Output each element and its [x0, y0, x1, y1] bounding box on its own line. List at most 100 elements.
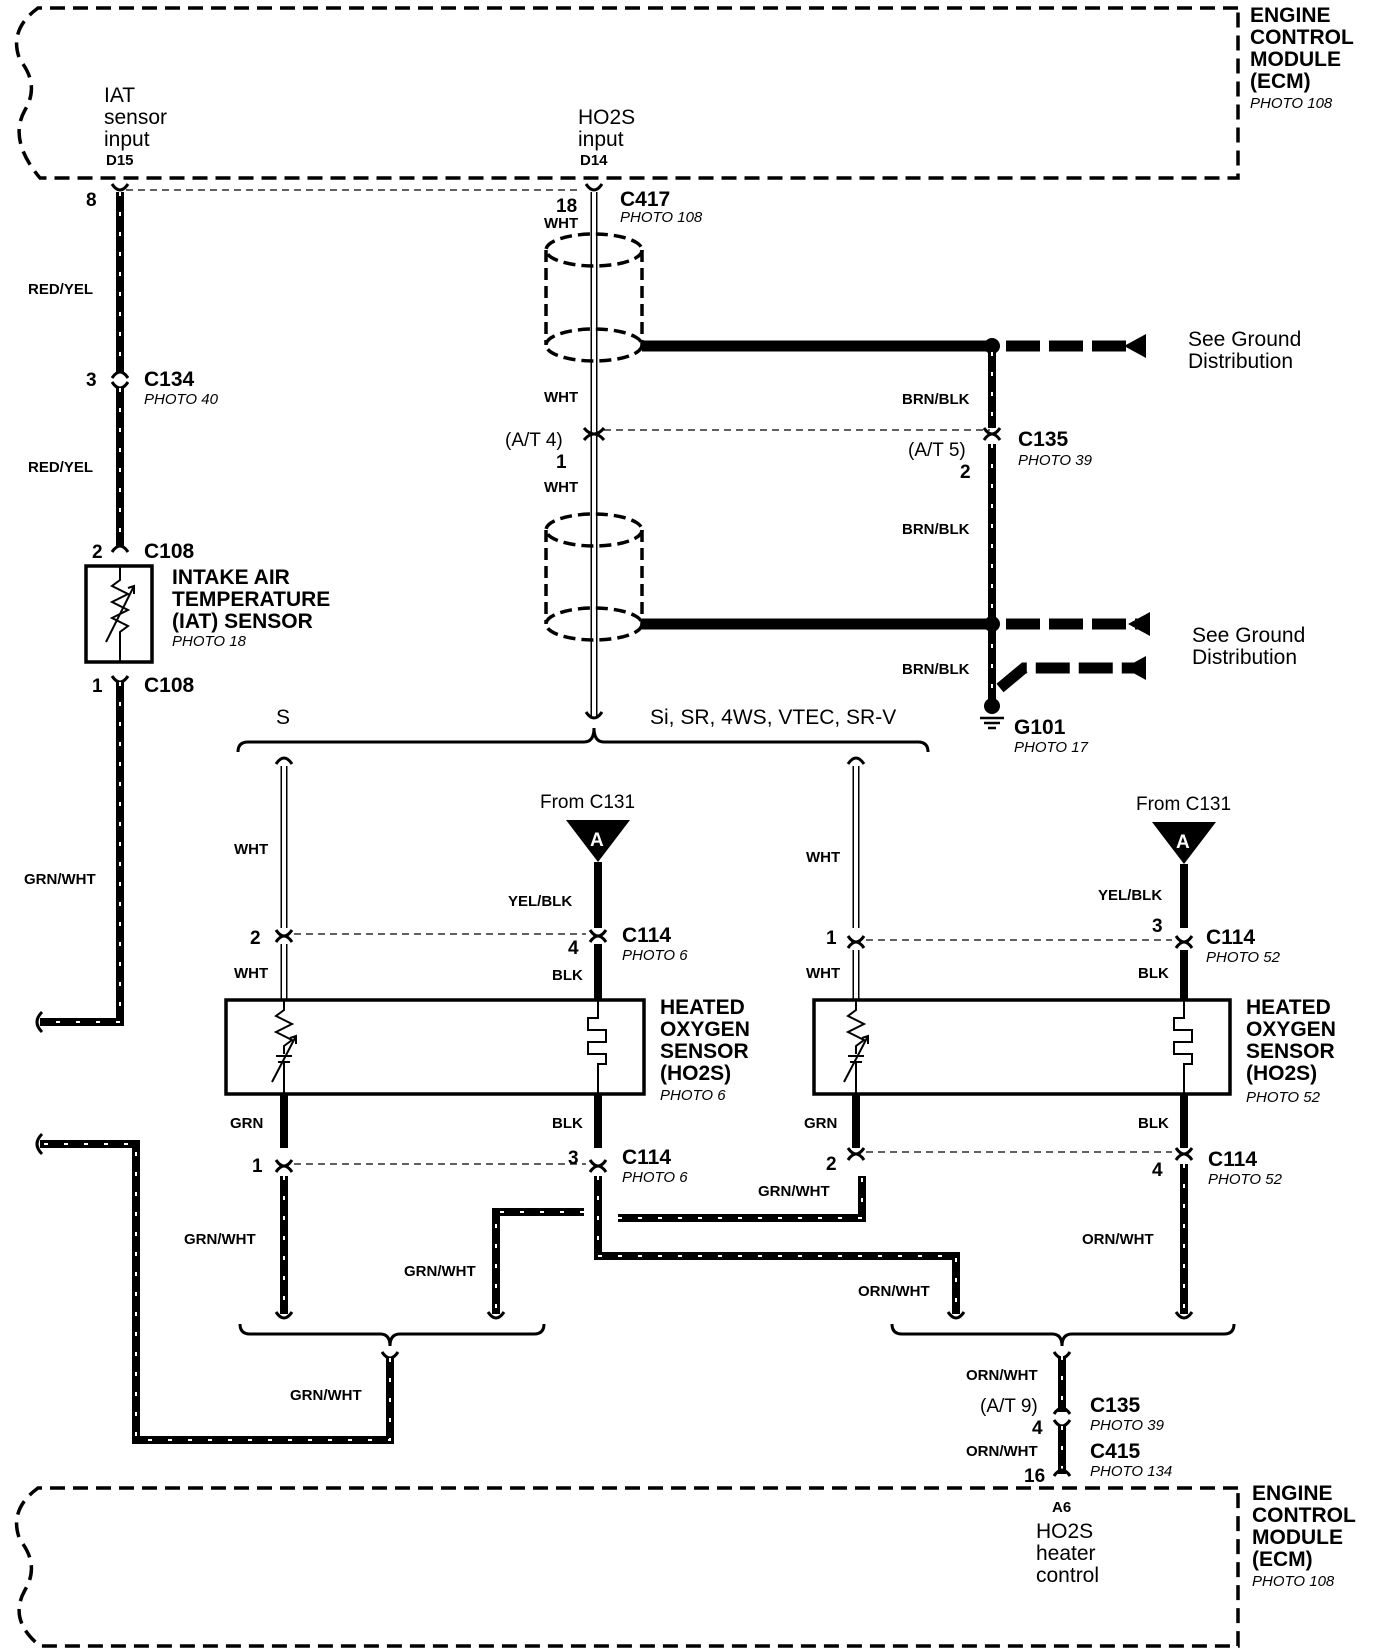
see-ground-1a: See Ground	[1188, 328, 1301, 351]
connector-c417: 8 18 C417 PHOTO 108	[86, 183, 703, 226]
c114-rt-photo: PHOTO 52	[1206, 949, 1281, 966]
ecm-top-title-4: (ECM)	[1250, 70, 1311, 93]
arrow-icon-2	[1128, 612, 1150, 636]
variant-brace: S Si, SR, 4WS, VTEC, SR-V	[236, 706, 930, 753]
iat-input-label-1: IAT	[104, 84, 135, 107]
c134-pin: 3	[86, 370, 97, 391]
iat-input-label-2: sensor	[104, 106, 167, 129]
c135-mid-photo: PHOTO 39	[1018, 452, 1093, 469]
ho2s-right-label-2: OXYGEN	[1246, 1018, 1336, 1041]
c114-rb-photo: PHOTO 52	[1208, 1171, 1283, 1188]
ho2s-right-label-1: HEATED	[1246, 996, 1331, 1019]
wire-grn-left: GRN	[230, 1115, 263, 1132]
ecm-top-title-3: MODULE	[1250, 48, 1341, 71]
wire-blk-rt-2: BLK	[1138, 1115, 1169, 1132]
ecm-bottom-photo: PHOTO 108	[1252, 1573, 1335, 1590]
thermistor-icon	[105, 566, 135, 662]
c108-top-pin: 2	[92, 542, 103, 563]
wire-grn-right: GRN	[804, 1115, 837, 1132]
variant-others: Si, SR, 4WS, VTEC, SR-V	[650, 706, 896, 729]
ho2s-left-box	[224, 998, 646, 1096]
ecm-bottom-title-3: MODULE	[1252, 1526, 1343, 1549]
c108-top-name: C108	[144, 540, 195, 563]
c114-lt-pin-left: 2	[250, 928, 261, 949]
splice-2	[984, 616, 1000, 632]
wire-wht-2: WHT	[544, 389, 578, 406]
wire-wht-lt-1: WHT	[234, 841, 268, 858]
ground-icon	[980, 716, 1004, 730]
from-c131-left: From C131	[540, 792, 635, 813]
ho2s-right-circuit: WHT From C131 A YEL/BLK 1 3 C114 PHOTO 5…	[804, 756, 1336, 1347]
ho2s-left-heater-icon	[587, 1000, 607, 1094]
iat-input-label-3: input	[104, 128, 150, 151]
see-ground-2a: See Ground	[1192, 624, 1305, 647]
see-ground-2b: Distribution	[1192, 646, 1297, 669]
wire-wht-lt-2: WHT	[234, 965, 268, 982]
arrow-icon-1	[1124, 334, 1146, 358]
wire-brn-blk-2: BRN/BLK	[902, 521, 970, 538]
c135-bot-at: (A/T 9)	[980, 1396, 1038, 1417]
iat-sensor-label-2: TEMPERATURE	[172, 588, 330, 611]
g101-name: G101	[1014, 716, 1066, 739]
heater-control-label-1: HO2S	[1036, 1520, 1093, 1543]
wire-wht-rt-2: WHT	[806, 965, 840, 982]
ecm-bottom-title-2: CONTROL	[1252, 1504, 1356, 1527]
c114-lt-pin-right: 4	[568, 938, 579, 959]
c415-photo: PHOTO 134	[1090, 1463, 1172, 1480]
iat-sensor-photo: PHOTO 18	[172, 633, 247, 650]
ho2s-left-label-2: OXYGEN	[660, 1018, 750, 1041]
ho2s-input-pin: D14	[580, 152, 608, 169]
c114-rt-pin-left: 1	[826, 928, 837, 949]
from-c131-left-letter: A	[590, 830, 604, 851]
ho2s-right-thermistor-icon	[843, 1000, 869, 1094]
c135-mid-name: C135	[1018, 428, 1069, 451]
iat-input-pin: D15	[106, 152, 134, 169]
wire-blk-lt-2: BLK	[552, 1115, 583, 1132]
ho2s-right-label-4: (HO2S)	[1246, 1062, 1317, 1085]
ho2s-right-box	[812, 998, 1232, 1096]
ecm-bottom-title-1: ENGINE	[1252, 1482, 1333, 1505]
from-c131-left-icon	[566, 820, 630, 862]
c114-rt-pin-right: 3	[1152, 916, 1163, 937]
ho2s-input-label-2: input	[578, 128, 624, 151]
heater-control-label-3: control	[1036, 1564, 1099, 1587]
ho2s-right-heater-icon	[1173, 1000, 1193, 1094]
ho2s-left-label-3: SENSOR	[660, 1040, 749, 1063]
wire-brn-blk-1: BRN/BLK	[902, 391, 970, 408]
ho2s-left-label-1: HEATED	[660, 996, 745, 1019]
c417-photo: PHOTO 108	[620, 209, 703, 226]
c135-bot-photo: PHOTO 39	[1090, 1417, 1165, 1434]
wire-grn-wht-cross: GRN/WHT	[758, 1183, 830, 1200]
from-c131-right-icon	[1152, 822, 1216, 864]
from-c131-right-letter: A	[1176, 832, 1190, 853]
c114-rb-pin-left: 2	[826, 1154, 837, 1175]
c135-bot-name: C135	[1090, 1394, 1141, 1417]
iat-circuit: RED/YEL 3 C134 PHOTO 40 RED/YEL 2 C108 I…	[24, 192, 330, 1034]
left-heater-output: ORN/WHT GRN/WHT	[594, 1176, 966, 1320]
ho2s-right-label-3: SENSOR	[1246, 1040, 1335, 1063]
c415-name: C415	[1090, 1440, 1141, 1463]
wire-orn-wht-left: ORN/WHT	[858, 1283, 930, 1300]
heater-control-trunk: ORN/WHT (A/T 9) 4 C135 PHOTO 39 ORN/WHT …	[966, 1351, 1172, 1487]
wire-grn-wht-iat: GRN/WHT	[24, 871, 96, 888]
wire-orn-wht-trunk-1: ORN/WHT	[966, 1367, 1038, 1384]
ecm-top-photo: PHOTO 108	[1250, 95, 1333, 112]
c114-rt-name: C114	[1206, 926, 1255, 949]
ecm-bottom-title-4: (ECM)	[1252, 1548, 1313, 1571]
c135-mid-pin-left: 1	[556, 452, 567, 473]
wire-wht-rt-1: WHT	[806, 849, 840, 866]
ecm-top: ENGINE CONTROL MODULE (ECM) PHOTO 108 IA…	[14, 4, 1354, 180]
c114-lb-pin-right: 3	[568, 1148, 579, 1169]
splice-1	[984, 338, 1000, 354]
c134-photo: PHOTO 40	[144, 391, 219, 408]
heater-control-label-2: heater	[1036, 1542, 1096, 1565]
variant-s: S	[276, 706, 290, 729]
c417-pin-18: 18	[556, 196, 577, 217]
ho2s-left-label-4: (HO2S)	[660, 1062, 731, 1085]
wire-yel-blk-right: YEL/BLK	[1098, 887, 1162, 904]
wire-wht-1: WHT	[544, 215, 578, 232]
c417-pin-8: 8	[86, 190, 97, 211]
c114-lt-photo: PHOTO 6	[622, 947, 688, 964]
see-ground-1b: Distribution	[1188, 350, 1293, 373]
